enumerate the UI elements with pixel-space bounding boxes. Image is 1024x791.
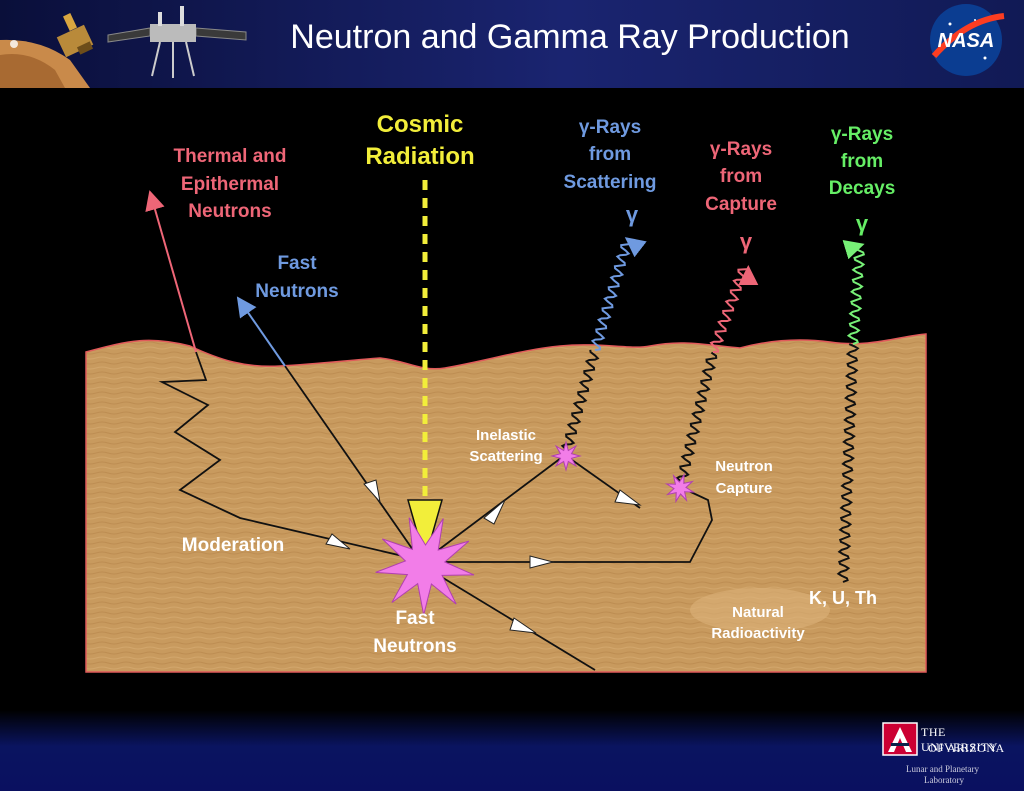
ncap-label-line1: Neutron (715, 458, 773, 475)
decay-gamma-wave (836, 343, 860, 583)
dec-gamma-symbol: γ (856, 211, 869, 236)
slide-title: Neutron and Gamma Ray Production (290, 18, 850, 56)
thermal-neutron-arrow (145, 190, 197, 353)
mars-planet-graphic (0, 39, 90, 88)
natural-radioactivity-zone (690, 588, 830, 632)
capture-gamma-wave-surface (709, 265, 759, 353)
thermal-label-line1: Thermal and (174, 146, 287, 167)
kuth-label: K, U, Th (809, 588, 877, 608)
capture-gamma-label: γ-Rays from Capture γ (705, 139, 777, 254)
thermal-neutrons-label: Thermal and Epithermal Neutrons (174, 146, 287, 222)
natural-label-line2: Radioactivity (711, 625, 805, 642)
decay-gamma-label: γ-Rays from Decays γ (829, 124, 896, 236)
capture-gamma-wave (675, 351, 718, 488)
cap-label-line1: γ-Rays (710, 139, 772, 160)
fast-neutrons-bottom-label: Fast Neutrons (373, 608, 456, 657)
cosmic-radiation-label: Cosmic Radiation (365, 111, 474, 170)
fast-bottom-label-line2: Neutrons (373, 636, 456, 657)
scat-label-line1: γ-Rays (579, 117, 641, 138)
university-of-arizona-logo (882, 722, 918, 756)
planet-surface-ground (85, 333, 927, 673)
header-bar (0, 0, 1024, 88)
cosmic-ray-impact-star (375, 517, 475, 616)
cosmic-label-line2: Radiation (365, 143, 474, 170)
decay-gamma-wave-surface (842, 240, 866, 345)
neutron-capture-label: Neutron Capture (715, 458, 773, 497)
scattering-gamma-wave (560, 349, 600, 456)
fast-neutron-arrow (236, 296, 286, 367)
ua-line1: THE UNIVERSITY (921, 725, 998, 754)
ua-line2: OF ARIZONA (928, 741, 1005, 755)
scattering-gamma-wave-surface (590, 237, 647, 351)
scat-gamma-symbol: γ (626, 202, 639, 227)
thermal-label-line3: Neutrons (188, 201, 271, 222)
neutron-paths (158, 351, 713, 671)
orbiter-spacecraft-graphic (56, 13, 94, 58)
scattering-gamma-label: γ-Rays from Scattering γ (564, 117, 657, 227)
scat-label-line2: from (589, 144, 631, 165)
fast-neutrons-top-label: Fast Neutrons (255, 253, 338, 302)
moderation-label: Moderation (182, 535, 284, 556)
cap-gamma-symbol: γ (740, 229, 753, 254)
scat-label-line3: Scattering (564, 172, 657, 193)
fast-top-label-line1: Fast (277, 253, 317, 274)
lander-spacecraft-graphic (107, 6, 247, 78)
cosmic-label-line1: Cosmic (377, 111, 464, 138)
cap-label-line3: Capture (705, 194, 777, 215)
natural-label-line1: Natural (732, 604, 784, 621)
thermal-label-line2: Epithermal (181, 174, 279, 195)
inelastic-scattering-star (550, 440, 582, 472)
fast-bottom-label-line1: Fast (395, 608, 435, 629)
neutron-capture-star (664, 472, 696, 504)
inelastic-scattering-label: Inelastic Scattering (469, 427, 542, 465)
ncap-label-line2: Capture (716, 480, 773, 497)
lpl-line2: Laboratory (924, 775, 964, 785)
fast-top-label-line2: Neutrons (255, 281, 338, 302)
dec-label-line3: Decays (829, 178, 896, 199)
inelastic-label-line1: Inelastic (476, 427, 536, 444)
nasa-logo-text: NASA (938, 30, 995, 52)
cap-label-line2: from (720, 166, 762, 187)
natural-radioactivity-label: Natural Radioactivity (711, 604, 805, 642)
footer-bar (0, 710, 1024, 791)
lpl-line1: Lunar and Planetary (906, 764, 979, 774)
inelastic-label-line2: Scattering (469, 448, 542, 465)
neutron-direction-arrows (325, 479, 642, 634)
dec-label-line1: γ-Rays (831, 124, 893, 145)
dec-label-line2: from (841, 151, 883, 172)
nasa-logo: NASA (930, 4, 1005, 76)
